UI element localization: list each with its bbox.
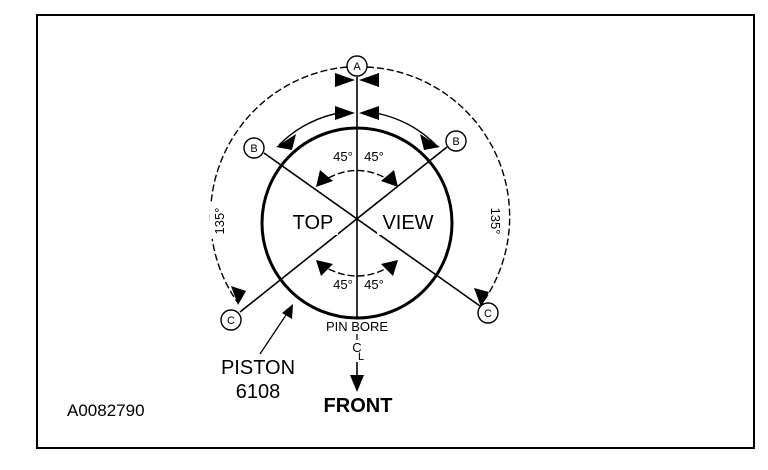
diagonal-upper-right-to-lower-left [239,146,448,313]
svg-text:B: B [250,143,257,155]
angle-lower-right: 45° [364,277,384,292]
svg-text:C: C [227,315,235,327]
top-label: TOP [293,212,334,234]
arrowhead-inner-upper-left [316,170,333,187]
piston-leader-line [259,311,289,355]
arrowhead-inner-lower-left [316,260,333,276]
svg-text:B: B [452,136,459,148]
angle-upper-right: 45° [364,149,384,164]
front-arrowhead [350,375,364,392]
marker-c-right: C [477,302,499,324]
diagram-frame [36,14,755,449]
arrowhead-a-right-outer [359,73,379,87]
arrowhead-b-left [276,134,296,150]
svg-text:C: C [352,340,361,355]
piston-leader-arrowhead [282,304,293,319]
arrowhead-inner-lower-right [381,260,398,276]
arrowhead-b-right [420,134,440,150]
left-135-arc [209,66,348,304]
right-135-arc [366,66,511,306]
arrowhead-c-right [474,288,489,307]
arrowhead-a-left-outer [335,73,355,87]
angle-outer-right: 135° [488,208,503,235]
svg-text:A: A [353,61,361,73]
marker-b-right: B [445,130,467,152]
figure-id: A0082790 [67,401,145,420]
front-label: FRONT [324,395,393,417]
marker-b-left: B [243,137,265,159]
piston-label: PISTON [221,357,295,379]
angle-upper-left: 45° [333,149,353,164]
centerline-symbol: C L [352,340,364,363]
arrowhead-a-left-inner [335,106,355,120]
piston-number: 6108 [236,381,281,403]
arrowhead-c-left [231,286,246,305]
marker-c-left: C [220,309,242,331]
diagonal-upper-left-to-lower-right [263,152,481,307]
arrowhead-inner-upper-right [381,170,398,187]
marker-a: A [346,55,368,77]
angle-lower-left: 45° [333,277,353,292]
pin-bore-label: PIN BORE [326,319,388,334]
view-label: VIEW [382,212,433,234]
arrowhead-a-right-inner [359,106,379,120]
angle-outer-left: 135° [212,208,227,235]
svg-text:C: C [484,308,492,320]
svg-text:L: L [358,351,364,363]
